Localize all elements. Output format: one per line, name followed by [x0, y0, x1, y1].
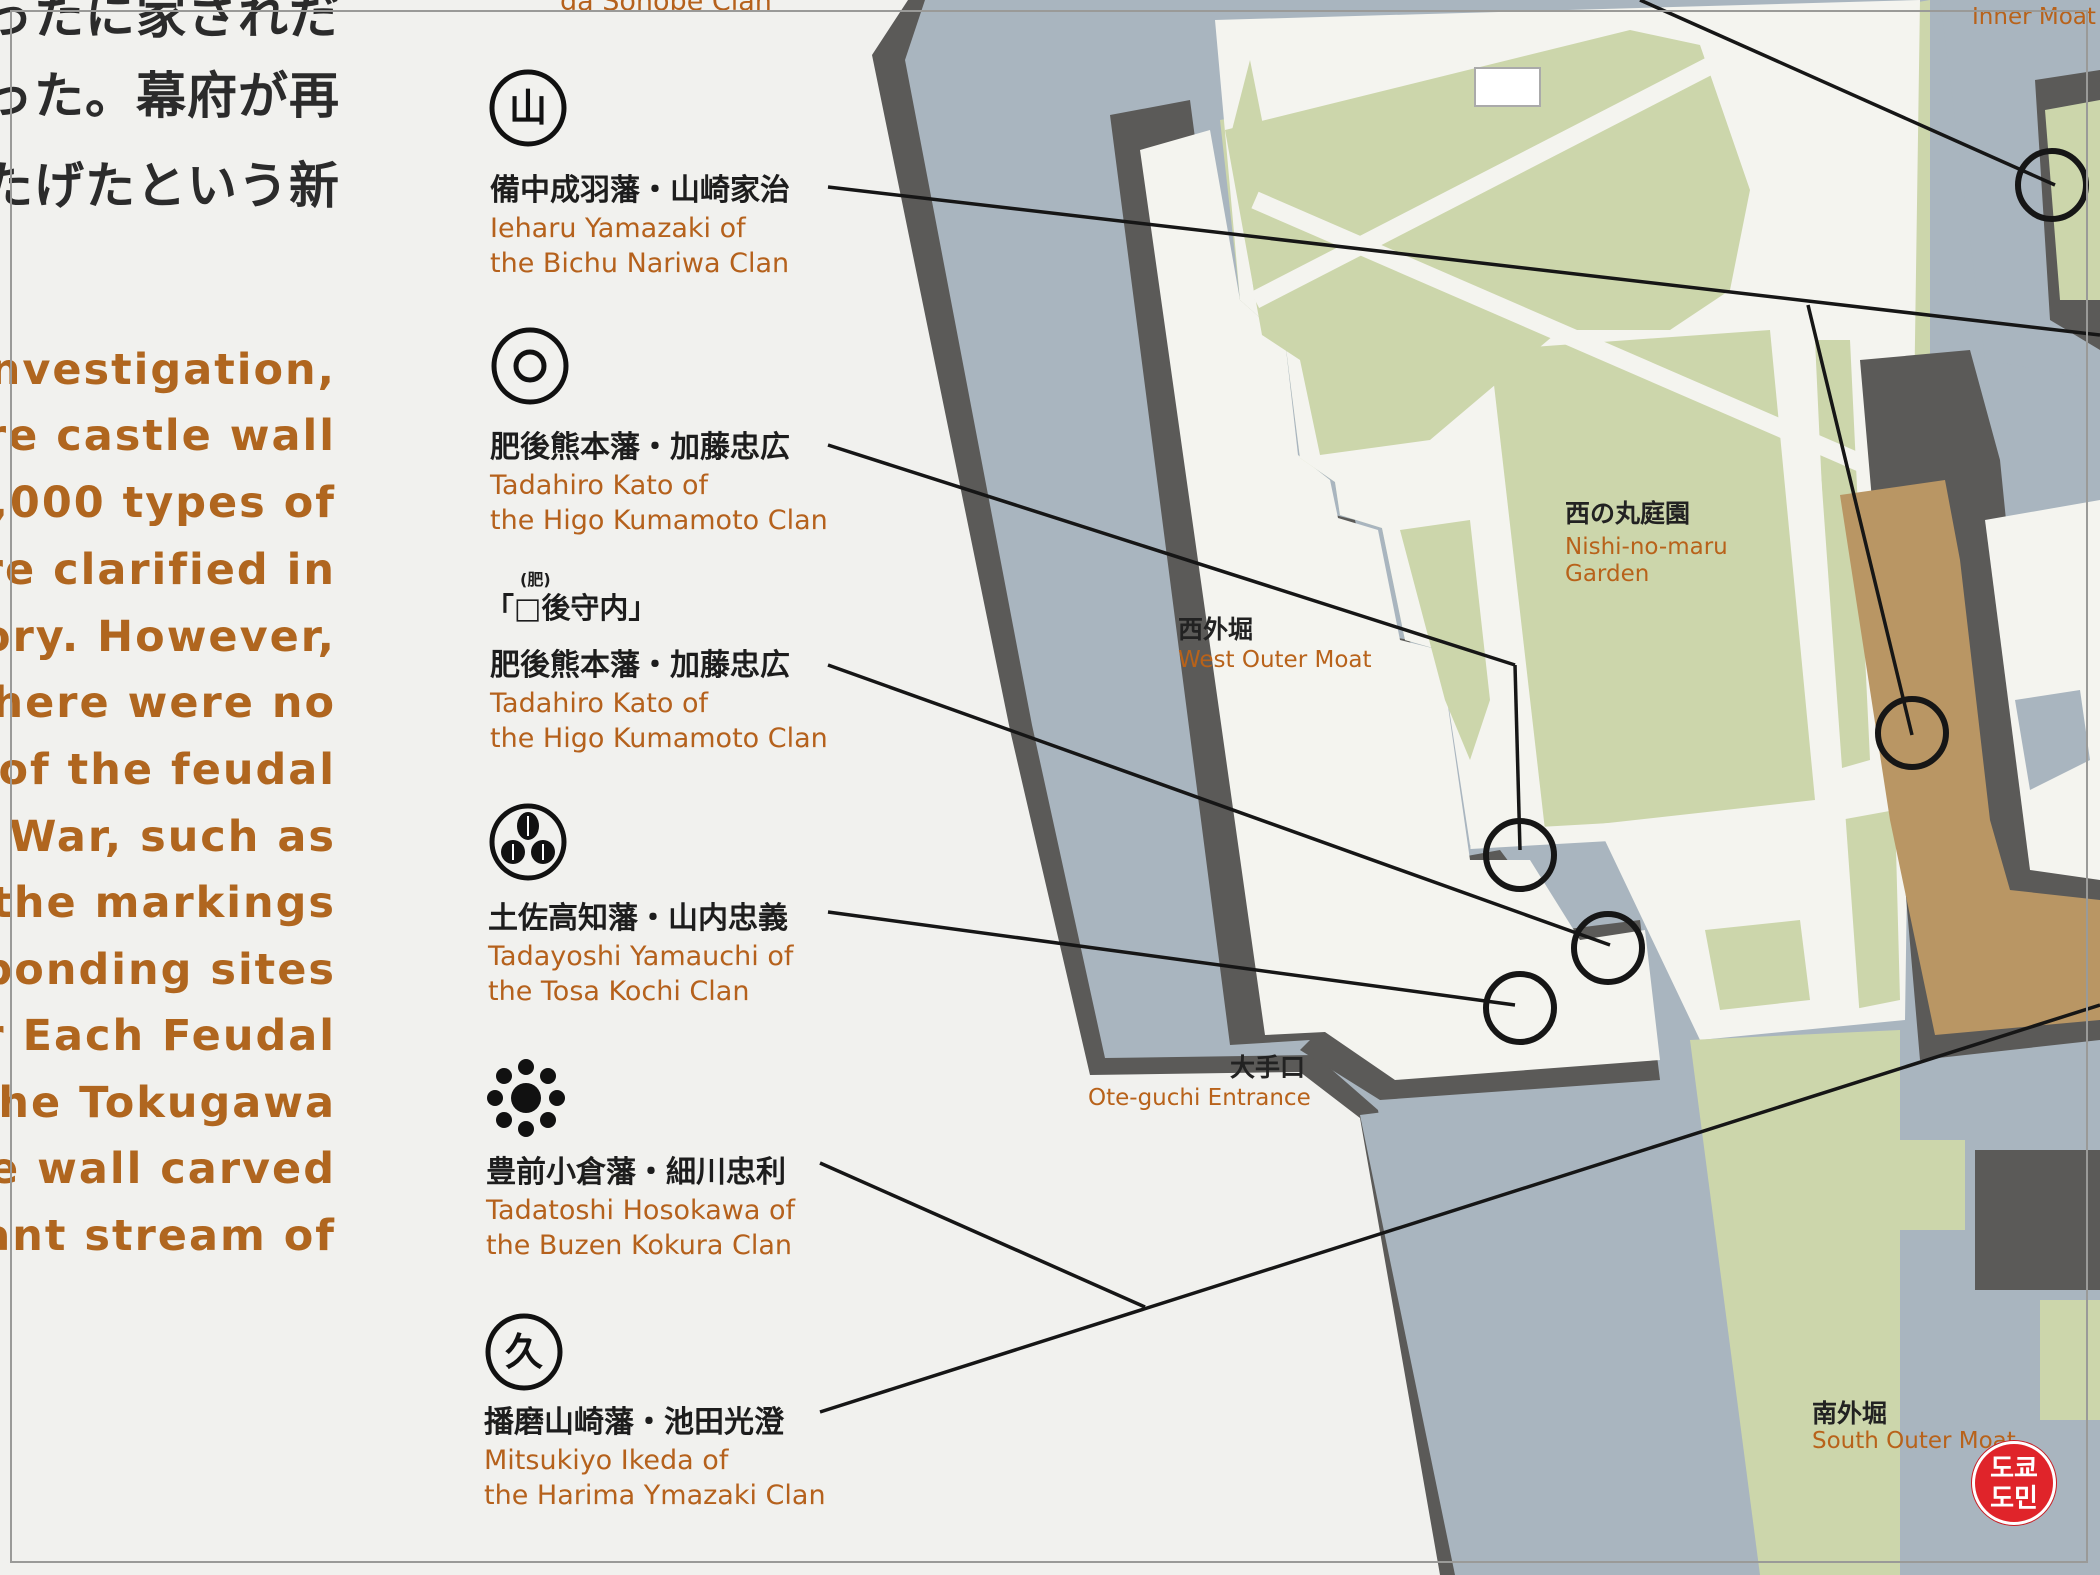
- ku-crest-icon: 久: [485, 1313, 563, 1391]
- legend-jp-yamazaki: 備中成羽藩・山崎家治: [490, 173, 790, 208]
- marker-ring-5: [1483, 971, 1557, 1045]
- legend-jp-yamauchi: 土佐高知藩・山内忠義: [488, 901, 788, 936]
- nishinomaru-land: [1140, 130, 1660, 1080]
- entrance-label-en: Ote-guchi Entrance: [1088, 1085, 1311, 1111]
- leader-garden: [1806, 304, 1914, 736]
- marker-ring-2: [1875, 696, 1949, 770]
- west-moat-label-en: West Outer Moat: [1178, 647, 1372, 673]
- three-oak-leaves-crest-icon: [489, 803, 567, 881]
- south-lawn-d: [2040, 1300, 2100, 1420]
- leader-yamazaki: [827, 185, 2100, 337]
- leader-top: [1639, 0, 2056, 187]
- svg-text:久: 久: [505, 1330, 543, 1374]
- leader-hosokawa: [819, 1161, 1146, 1309]
- body-en-line: tant stream of: [0, 1211, 336, 1261]
- body-en-line: ore castle wall: [0, 411, 336, 461]
- body-en-line: sponding sites: [0, 945, 336, 995]
- path-horizontal: [1469, 811, 1821, 849]
- right-land: [1985, 500, 2100, 880]
- leader-lines: [819, 0, 2100, 1414]
- body-en-line: the markings: [0, 878, 336, 928]
- lawn-ote: [1705, 920, 1810, 1010]
- legend-jp-hosokawa: 豊前小倉藩・細川忠利: [486, 1155, 786, 1190]
- leader-kato-2: [827, 663, 1611, 947]
- marker-ring-4: [1571, 911, 1645, 985]
- south-lawn-c: [1890, 1140, 1965, 1230]
- pond: [2015, 690, 2090, 790]
- lawn-strip: [1400, 520, 1490, 760]
- body-text-column: ったに家されだ った。幕府が再 たげたという新 investigation, o…: [0, 0, 340, 1575]
- ring-crest-icon: [491, 327, 569, 405]
- leader-ikeda: [819, 1003, 2100, 1414]
- svg-text:山: 山: [509, 86, 547, 130]
- legend-jp-ikeda: 播磨山崎藩・池田光澄: [484, 1405, 784, 1440]
- south-bldg: [1975, 1150, 2100, 1290]
- plaza-building: [1474, 67, 1541, 107]
- lawn-north: [1225, 30, 1750, 455]
- mon-ruby: (肥): [520, 570, 551, 589]
- marker-ring-3: [1483, 818, 1557, 892]
- body-en-line: War, such as: [9, 812, 336, 862]
- path-vertical: [1770, 39, 1860, 1021]
- body-en-line: ory. However,: [0, 612, 336, 662]
- lawn-south: [1690, 1030, 1900, 1575]
- marker-rings: [1483, 148, 2089, 1045]
- path-diagonal-b: [1250, 31, 1765, 309]
- south-moat-band: [1360, 1065, 1790, 1575]
- body-jp-line: たげたという新: [0, 157, 340, 215]
- body-en-line: there were no: [0, 678, 336, 728]
- legend-jp-kato-2: 肥後熊本藩・加藤忠広: [490, 648, 790, 683]
- leader-kato-1: [827, 443, 1516, 667]
- body-en-line: or Each Feudal: [0, 1011, 336, 1061]
- body-en-line: ere clarified in: [0, 545, 336, 595]
- body-en-line: ls of the feudal: [0, 745, 336, 795]
- west-moat-label-jp: 西外堀: [1178, 615, 1254, 644]
- body-en-line: investigation,: [0, 345, 336, 395]
- mon-inscription: 「□後守内」: [485, 591, 658, 625]
- body-jp-line: ったに家されだ: [0, 0, 340, 45]
- entrance-label-jp: 大手口: [1230, 1053, 1306, 1082]
- south-lawn-b: [1790, 1140, 1835, 1230]
- leader-yamauchi: [827, 910, 1516, 1007]
- honmaru-bastion: [1840, 480, 2100, 1035]
- garden-label-jp: 西の丸庭園: [1565, 499, 1691, 528]
- body-en-line: 2,000 types of: [0, 478, 336, 528]
- legend-top-fragment: da Sonobe Clan: [560, 0, 772, 17]
- lawn-garden: [1490, 330, 1815, 830]
- south-moat-label-jp: 南外堀: [1812, 1399, 1888, 1428]
- yama-crest-icon: 山: [489, 69, 567, 147]
- body-en-line: he wall carved: [0, 1144, 336, 1194]
- south-moat-label-en: South Outer Moat: [1812, 1428, 2016, 1454]
- inner-moat-label: Inner Moat: [1972, 4, 2096, 30]
- legend-jp-kato-1: 肥後熊本藩・加藤忠広: [490, 430, 790, 465]
- body-en-line: he Tokugawa: [0, 1078, 336, 1128]
- nine-star-crest-icon: [487, 1059, 565, 1137]
- body-jp-line: った。幕府が再: [0, 67, 340, 125]
